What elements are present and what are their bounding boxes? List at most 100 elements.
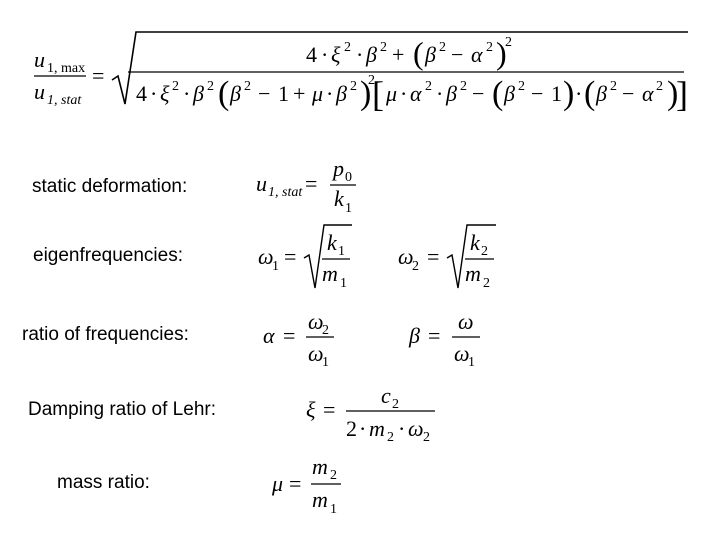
den-beta-3: β bbox=[335, 81, 347, 106]
den-xi-exp: 2 bbox=[172, 79, 179, 94]
ef1-m: m bbox=[322, 261, 338, 286]
sd-u-sub: 1, stat bbox=[268, 185, 303, 200]
den-beta-6: β bbox=[595, 81, 607, 106]
num-close-paren: ) bbox=[496, 35, 507, 71]
sd-k: k bbox=[334, 186, 345, 211]
den-open-bracket: [ bbox=[372, 74, 384, 114]
num-xi: ξ bbox=[331, 42, 341, 67]
lhs-denominator-u: u bbox=[34, 79, 45, 104]
xi-c: c bbox=[381, 383, 391, 408]
mu-equals: = bbox=[289, 471, 301, 496]
den-open-paren-1: ( bbox=[218, 75, 229, 112]
den-xi: ξ bbox=[160, 81, 170, 106]
num-xi-exp: 2 bbox=[344, 40, 351, 55]
beta-formula: β = ω ω 1 bbox=[408, 309, 480, 370]
num-open-paren: ( bbox=[413, 35, 424, 71]
beta-symbol: β bbox=[408, 323, 420, 348]
sd-equals: = bbox=[305, 171, 317, 196]
den-dot-3: · bbox=[326, 81, 333, 106]
ef2-root-sign bbox=[446, 224, 496, 289]
eigenfrequency-1-formula: ω 1 = k 1 m 1 bbox=[258, 224, 352, 291]
label-mass-ratio: mass ratio: bbox=[57, 472, 150, 493]
beta-omega: ω bbox=[458, 309, 474, 334]
num-paren-exp: 2 bbox=[505, 35, 512, 50]
damping-ratio-formula: ξ = c 2 2 · m 2 · ω 2 bbox=[306, 383, 435, 445]
xi-omega-sub: 2 bbox=[423, 430, 430, 445]
alpha-omega-1: ω bbox=[308, 341, 324, 366]
xi-c-sub: 2 bbox=[392, 397, 399, 412]
beta-omega-1-sub: 1 bbox=[468, 355, 475, 370]
den-alpha: α bbox=[410, 81, 422, 106]
mu-m-2: m bbox=[312, 454, 328, 479]
den-mu-2: μ bbox=[385, 81, 397, 106]
den-beta-5: β bbox=[503, 81, 515, 106]
den-beta-2-exp: 2 bbox=[244, 79, 251, 94]
static-deformation-formula: u 1, stat = p 0 k 1 bbox=[256, 156, 356, 216]
num-beta-exp: 2 bbox=[380, 40, 387, 55]
num-four: 4 bbox=[306, 42, 317, 67]
den-dot-1: · bbox=[150, 81, 157, 106]
den-beta-2: β bbox=[229, 81, 241, 106]
den-dot-4: · bbox=[400, 81, 407, 106]
xi-omega: ω bbox=[408, 416, 424, 441]
den-close-bracket: ] bbox=[676, 74, 688, 114]
sd-p-sub: 0 bbox=[345, 170, 352, 185]
sd-u: u bbox=[256, 171, 267, 196]
ef2-m: m bbox=[465, 261, 481, 286]
xi-dot-1: · bbox=[359, 416, 366, 441]
den-beta-4: β bbox=[445, 81, 457, 106]
den-open-paren-3: ( bbox=[584, 75, 595, 112]
den-one-1: 1 bbox=[278, 81, 289, 106]
lhs-numerator-sub: 1, max bbox=[47, 61, 85, 76]
ef1-k-sub: 1 bbox=[338, 244, 345, 259]
label-static-deformation: static deformation: bbox=[32, 176, 188, 197]
den-beta: β bbox=[192, 81, 204, 106]
beta-equals: = bbox=[428, 323, 440, 348]
den-dot-6: · bbox=[575, 81, 582, 106]
ef1-root-sign bbox=[303, 224, 352, 289]
amplitude-ratio-formula: u 1, max u 1, stat = 4 · ξ 2 · β 2 + ( β… bbox=[34, 31, 688, 114]
num-beta-2: β bbox=[424, 42, 436, 67]
den-close-paren-3: ) bbox=[667, 75, 678, 112]
alpha-symbol: α bbox=[263, 323, 275, 348]
beta-omega-1: ω bbox=[454, 341, 470, 366]
ef2-m-sub: 2 bbox=[483, 276, 490, 291]
num-alpha-exp: 2 bbox=[486, 40, 493, 55]
label-eigenfrequencies: eigenfrequencies: bbox=[33, 245, 183, 266]
den-close-paren-1: ) bbox=[360, 75, 371, 112]
num-dot-2: · bbox=[356, 42, 363, 67]
den-paren-1-exp: 2 bbox=[368, 73, 375, 88]
den-minus-2: − bbox=[472, 81, 484, 106]
xi-two: 2 bbox=[346, 416, 357, 441]
mass-ratio-formula: μ = m 2 m 1 bbox=[271, 454, 341, 517]
num-dot-1: · bbox=[321, 42, 328, 67]
den-beta-exp: 2 bbox=[207, 79, 214, 94]
alpha-formula: α = ω 2 ω 1 bbox=[263, 309, 334, 370]
alpha-omega-2-sub: 2 bbox=[322, 323, 329, 338]
xi-dot-2: · bbox=[398, 416, 405, 441]
den-mu-1: μ bbox=[311, 81, 323, 106]
alpha-omega-1-sub: 1 bbox=[322, 355, 329, 370]
den-dot-5: · bbox=[436, 81, 443, 106]
ef1-omega-sub: 1 bbox=[272, 259, 279, 274]
den-open-paren-2: ( bbox=[492, 75, 503, 112]
main-root-sign bbox=[111, 31, 688, 105]
mu-m-2-sub: 2 bbox=[330, 468, 337, 483]
xi-m-sub: 2 bbox=[387, 430, 394, 445]
alpha-omega-2: ω bbox=[308, 309, 324, 334]
den-plus-1: + bbox=[293, 81, 305, 106]
mu-m-1: m bbox=[312, 487, 328, 512]
sd-p: p bbox=[331, 156, 344, 181]
mu-m-1-sub: 1 bbox=[330, 502, 337, 517]
ef2-equals: = bbox=[427, 244, 439, 269]
xi-equals: = bbox=[323, 397, 335, 422]
eigenfrequency-2-formula: ω 2 = k 2 m 2 bbox=[398, 224, 496, 291]
den-minus-4: − bbox=[622, 81, 634, 106]
alpha-equals: = bbox=[283, 323, 295, 348]
label-damping-ratio: Damping ratio of Lehr: bbox=[28, 399, 216, 420]
den-alpha-exp: 2 bbox=[425, 79, 432, 94]
num-beta-2-exp: 2 bbox=[439, 40, 446, 55]
den-beta-6-exp: 2 bbox=[610, 79, 617, 94]
num-beta: β bbox=[365, 42, 377, 67]
